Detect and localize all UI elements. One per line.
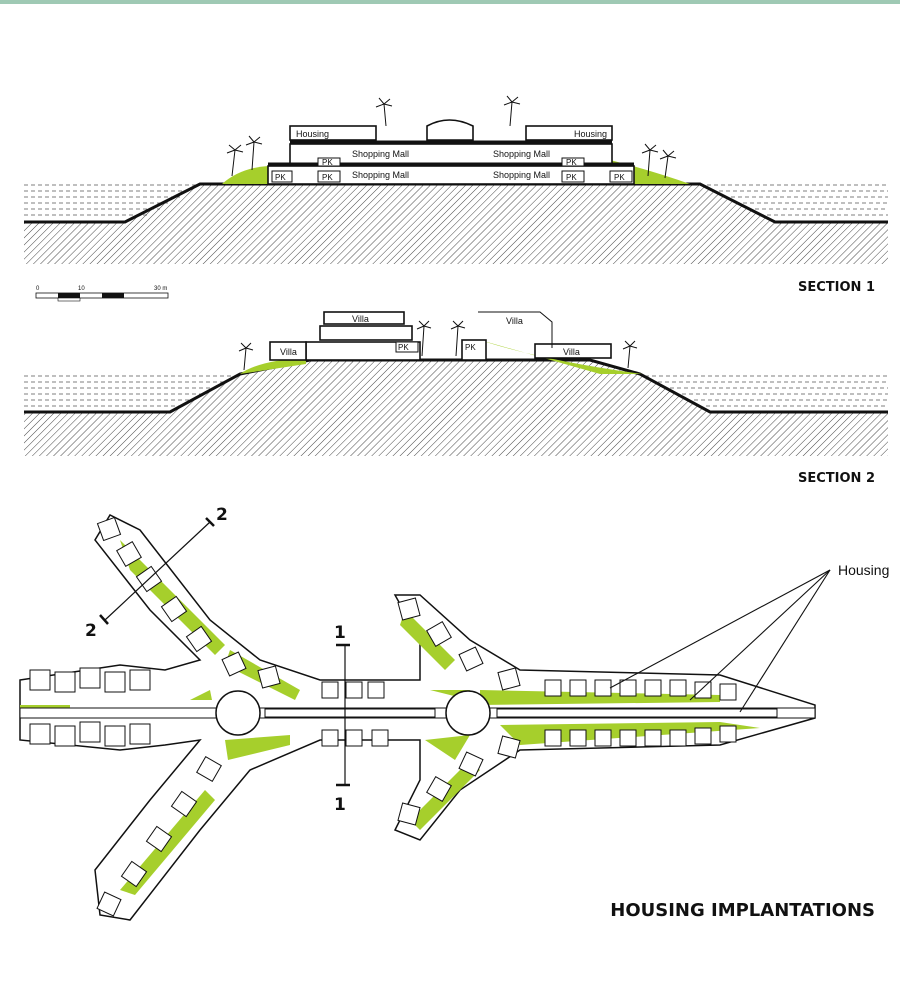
section-1-label-pk: PK xyxy=(566,158,577,167)
section-1-greenery-left xyxy=(222,166,268,184)
plan-section-mark-2-top: 2 xyxy=(216,505,228,525)
section-1-water xyxy=(24,184,888,216)
scale-tick-0: 0 xyxy=(36,286,40,292)
section-2-title: SECTION 2 xyxy=(798,471,875,486)
section-2-label-villa-top: Villa xyxy=(352,314,369,324)
housing-callout-label: Housing xyxy=(838,562,889,578)
plan-title: HOUSING IMPLANTATIONS xyxy=(610,900,875,921)
section-1-ground xyxy=(24,184,888,264)
section-1-label-pk: PK xyxy=(322,158,333,167)
section-2-label-pk: PK xyxy=(398,343,409,352)
scale-tick-30: 30 m xyxy=(154,286,167,292)
scale-bar: 0 10 30 m xyxy=(35,286,169,302)
section-2-ground-outline xyxy=(24,358,888,414)
section-1-label-mall-upper-right: Shopping Mall xyxy=(493,149,550,159)
plan-section-mark-1-top: 1 xyxy=(334,623,346,643)
section-1-label-pk: PK xyxy=(322,173,333,182)
section-1-label-pk: PK xyxy=(275,173,286,182)
section-2-pk-right xyxy=(461,339,487,361)
section-2-villa-top xyxy=(323,311,405,325)
section-1-dome xyxy=(426,119,474,141)
section-1-label-mall-lower-right: Shopping Mall xyxy=(493,170,550,180)
housing-plan: 1 1 2 2 Housing xyxy=(19,505,889,921)
section-2-villa-right xyxy=(534,343,612,359)
section-1-title: SECTION 1 xyxy=(798,280,875,295)
section-2-drawing: Villa Villa Villa Villa PK PK xyxy=(24,311,888,456)
section-1-housing-left-block xyxy=(289,125,377,141)
section-1-label-mall-upper-left: Shopping Mall xyxy=(352,149,409,159)
section-1-label-pk: PK xyxy=(614,173,625,182)
section-1-mall-lower xyxy=(267,165,635,185)
section-1-label-pk: PK xyxy=(566,173,577,182)
section-1-label-housing-left: Housing xyxy=(296,129,329,139)
top-accent-bar xyxy=(0,0,900,4)
plan-section-cut-2 xyxy=(99,517,215,625)
section-1-drawing: Housing Housing Shopping Mall Shopping M… xyxy=(24,95,888,264)
section-1-label-mall-lower-left: Shopping Mall xyxy=(352,170,409,180)
section-2-villa-right-top xyxy=(478,311,553,348)
housing-callout-lines xyxy=(609,569,831,713)
scale-tick-10: 10 xyxy=(78,286,85,292)
plan-road xyxy=(19,707,816,719)
plan-section-mark-2-bottom: 2 xyxy=(85,621,97,641)
section-2-ground xyxy=(24,360,888,456)
section-2-label-villa-left: Villa xyxy=(280,347,297,357)
section-2-label-villa-right-top: Villa xyxy=(506,316,523,326)
section-2-water xyxy=(24,375,888,407)
plan-roundabout-right xyxy=(445,690,491,736)
section-2-label-pk: PK xyxy=(465,343,476,352)
section-2-label-villa-right: Villa xyxy=(563,347,580,357)
section-2-villa-mid xyxy=(319,325,413,341)
section-2-palm-trees xyxy=(238,320,638,371)
plan-houses xyxy=(29,516,737,917)
section-1-palm-trees xyxy=(226,95,677,179)
plan-section-cut-1 xyxy=(336,643,350,787)
section-2-villa-left xyxy=(269,341,307,361)
plan-roundabout-left xyxy=(215,690,261,736)
section-1-housing-right-block xyxy=(525,125,613,141)
section-2-greenery-left xyxy=(240,358,306,374)
section-1-label-housing-right: Housing xyxy=(574,129,607,139)
plan-section-mark-1-bottom: 1 xyxy=(334,795,346,815)
